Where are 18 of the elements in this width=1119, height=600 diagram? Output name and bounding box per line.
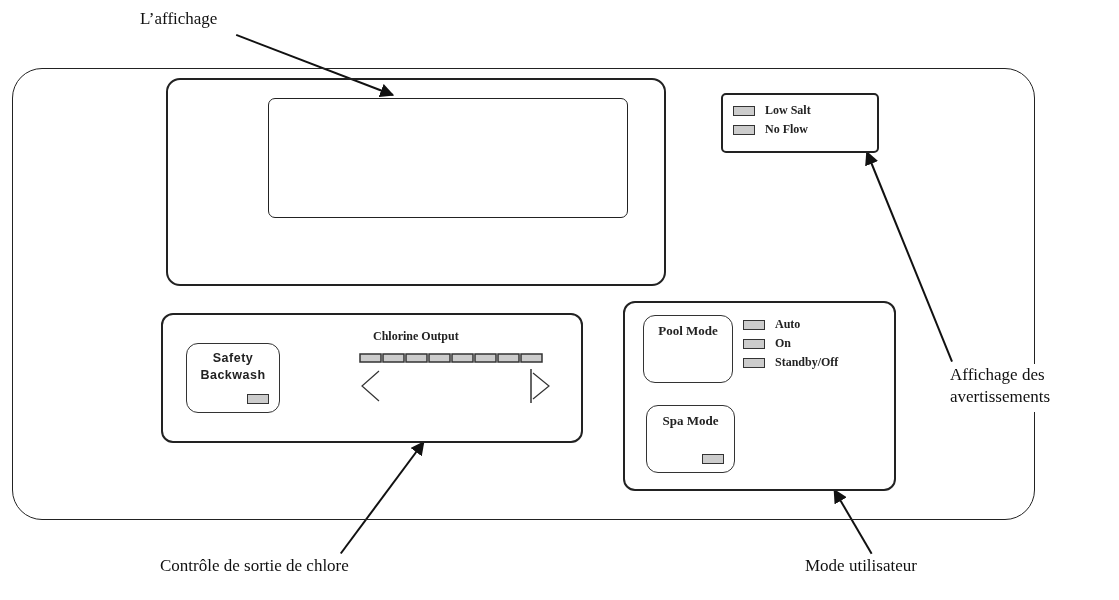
indicator-label: Low Salt — [765, 103, 811, 118]
mode-button: Safety Backwash — [186, 343, 280, 413]
leader-arrow — [235, 33, 395, 97]
indicator-label: Auto — [775, 317, 801, 332]
control-panel — [161, 313, 583, 443]
indicator-label: No Flow — [765, 122, 808, 137]
leader-arrow — [865, 150, 953, 363]
panel-heading: Chlorine Output — [373, 329, 459, 344]
warning-panel — [721, 93, 879, 153]
indicator-label: Standby/Off — [775, 355, 839, 370]
leader-arrow — [833, 488, 873, 555]
leader-arrow — [339, 440, 425, 555]
indicator-label: On — [775, 336, 791, 351]
display-screen — [268, 98, 628, 218]
mode-button: Spa Mode — [646, 405, 735, 473]
mode-button: Pool Mode — [643, 315, 733, 383]
mode-panel — [623, 301, 896, 491]
display-frame — [166, 78, 666, 286]
